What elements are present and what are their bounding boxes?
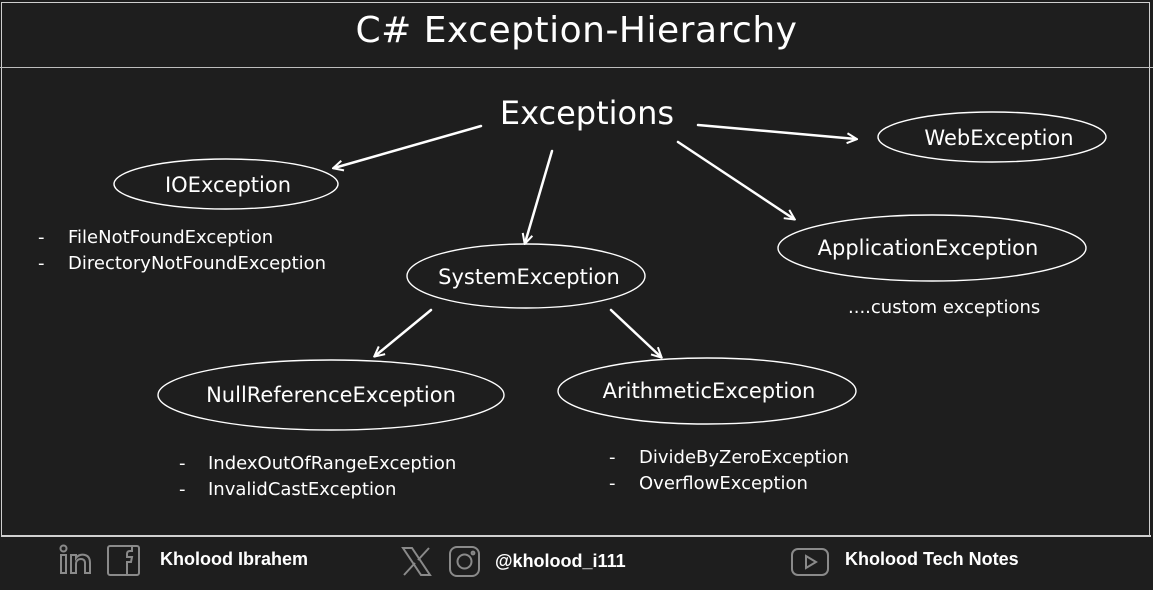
io-exception-node bbox=[113, 158, 339, 210]
facebook-icon[interactable] bbox=[106, 544, 142, 577]
page-title: C# Exception-Hierarchy bbox=[355, 10, 798, 51]
footer-handle: @kholood_i111 bbox=[495, 551, 626, 571]
footer-channel: Kholood Tech Notes bbox=[845, 549, 1019, 569]
arrow-root-to-io bbox=[334, 124, 483, 168]
list-item: OverflowException bbox=[639, 473, 808, 494]
application-exception-node bbox=[777, 214, 1087, 282]
list-bullet: - bbox=[609, 473, 616, 494]
list-bullet: - bbox=[179, 453, 186, 474]
footer-bar bbox=[1, 535, 1151, 587]
arithmetic-exception-node bbox=[557, 357, 857, 425]
list-bullet: - bbox=[179, 479, 186, 500]
arrow-system-to-arithmetic bbox=[609, 308, 661, 357]
io-exception-label: IOException bbox=[165, 173, 291, 197]
list-bullet: - bbox=[38, 253, 45, 274]
arrow-root-to-application bbox=[676, 140, 794, 219]
null-reference-exception-label: NullReferenceException bbox=[206, 383, 456, 407]
arrow-root-to-system bbox=[525, 149, 554, 243]
linkedin-icon[interactable] bbox=[58, 544, 96, 576]
web-exception-label: WebException bbox=[924, 126, 1073, 150]
arithmetic-exception-label: ArithmeticException bbox=[603, 379, 816, 403]
web-exception-node bbox=[877, 111, 1107, 163]
list-item: FileNotFoundException bbox=[68, 227, 273, 248]
arrow-system-to-nullreference bbox=[375, 308, 433, 356]
list-item: DirectoryNotFoundException bbox=[68, 253, 326, 274]
arrow-root-to-web bbox=[696, 123, 856, 139]
null-reference-exception-node bbox=[157, 359, 505, 431]
footer-author: Kholood Ibrahem bbox=[160, 549, 308, 569]
application-exception-label: ApplicationException bbox=[818, 236, 1039, 260]
instagram-icon[interactable] bbox=[448, 545, 481, 578]
list-item: DivideByZeroException bbox=[639, 447, 849, 468]
list-item: IndexOutOfRangeException bbox=[208, 453, 456, 474]
hierarchy-diagram: Exceptions IOException WebException Syst… bbox=[38, 94, 1107, 500]
list-bullet: - bbox=[609, 447, 616, 468]
root-node-label: Exceptions bbox=[500, 94, 674, 132]
application-note: ....custom exceptions bbox=[848, 297, 1040, 318]
youtube-icon[interactable] bbox=[790, 547, 830, 577]
system-exception-label: SystemException bbox=[438, 265, 620, 289]
list-item: InvalidCastException bbox=[208, 479, 396, 500]
list-bullet: - bbox=[38, 227, 45, 248]
title-divider bbox=[0, 67, 1153, 68]
system-exception-node bbox=[406, 243, 646, 309]
x-icon[interactable] bbox=[400, 545, 433, 578]
